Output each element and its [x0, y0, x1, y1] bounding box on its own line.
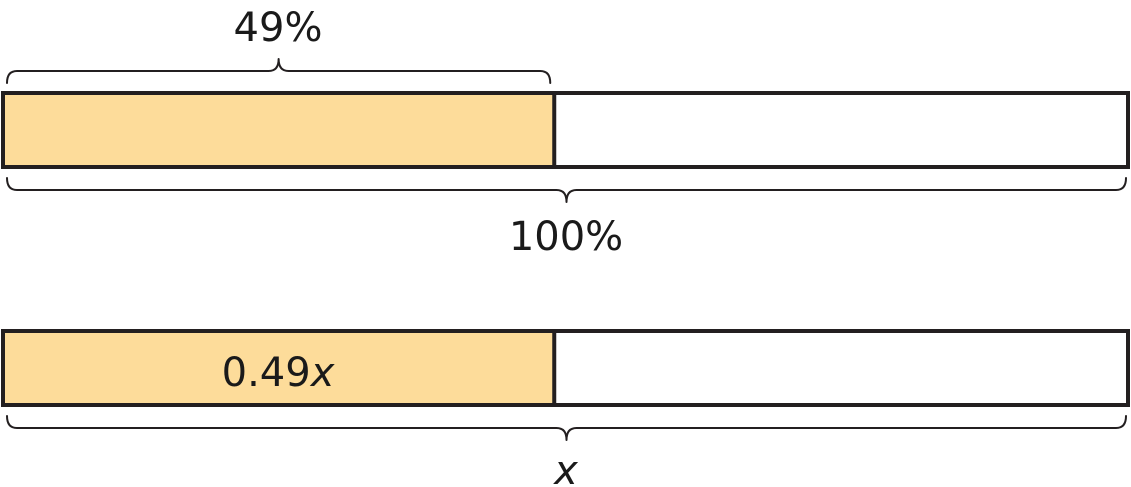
bottom-part-label: 0.49x — [222, 350, 335, 396]
top-whole-label: 100% — [509, 214, 623, 260]
bottom-whole-label: x — [552, 448, 578, 487]
bottom-filled-segment — [3, 331, 555, 405]
top-whole-brace — [6, 177, 1127, 203]
bottom-part-label-number: 0.49 — [222, 350, 311, 396]
bottom-part-label-variable: x — [309, 350, 335, 396]
top-tape: 49% 100% — [1, 5, 1130, 260]
bottom-whole-brace — [6, 415, 1127, 441]
bottom-tape: 0.49x x — [1, 329, 1130, 487]
top-bar-outline — [1, 91, 1130, 169]
top-part-brace — [6, 58, 552, 84]
top-part-label: 49% — [234, 5, 323, 51]
top-filled-segment — [3, 93, 555, 167]
bottom-bar-outline — [1, 329, 1130, 407]
